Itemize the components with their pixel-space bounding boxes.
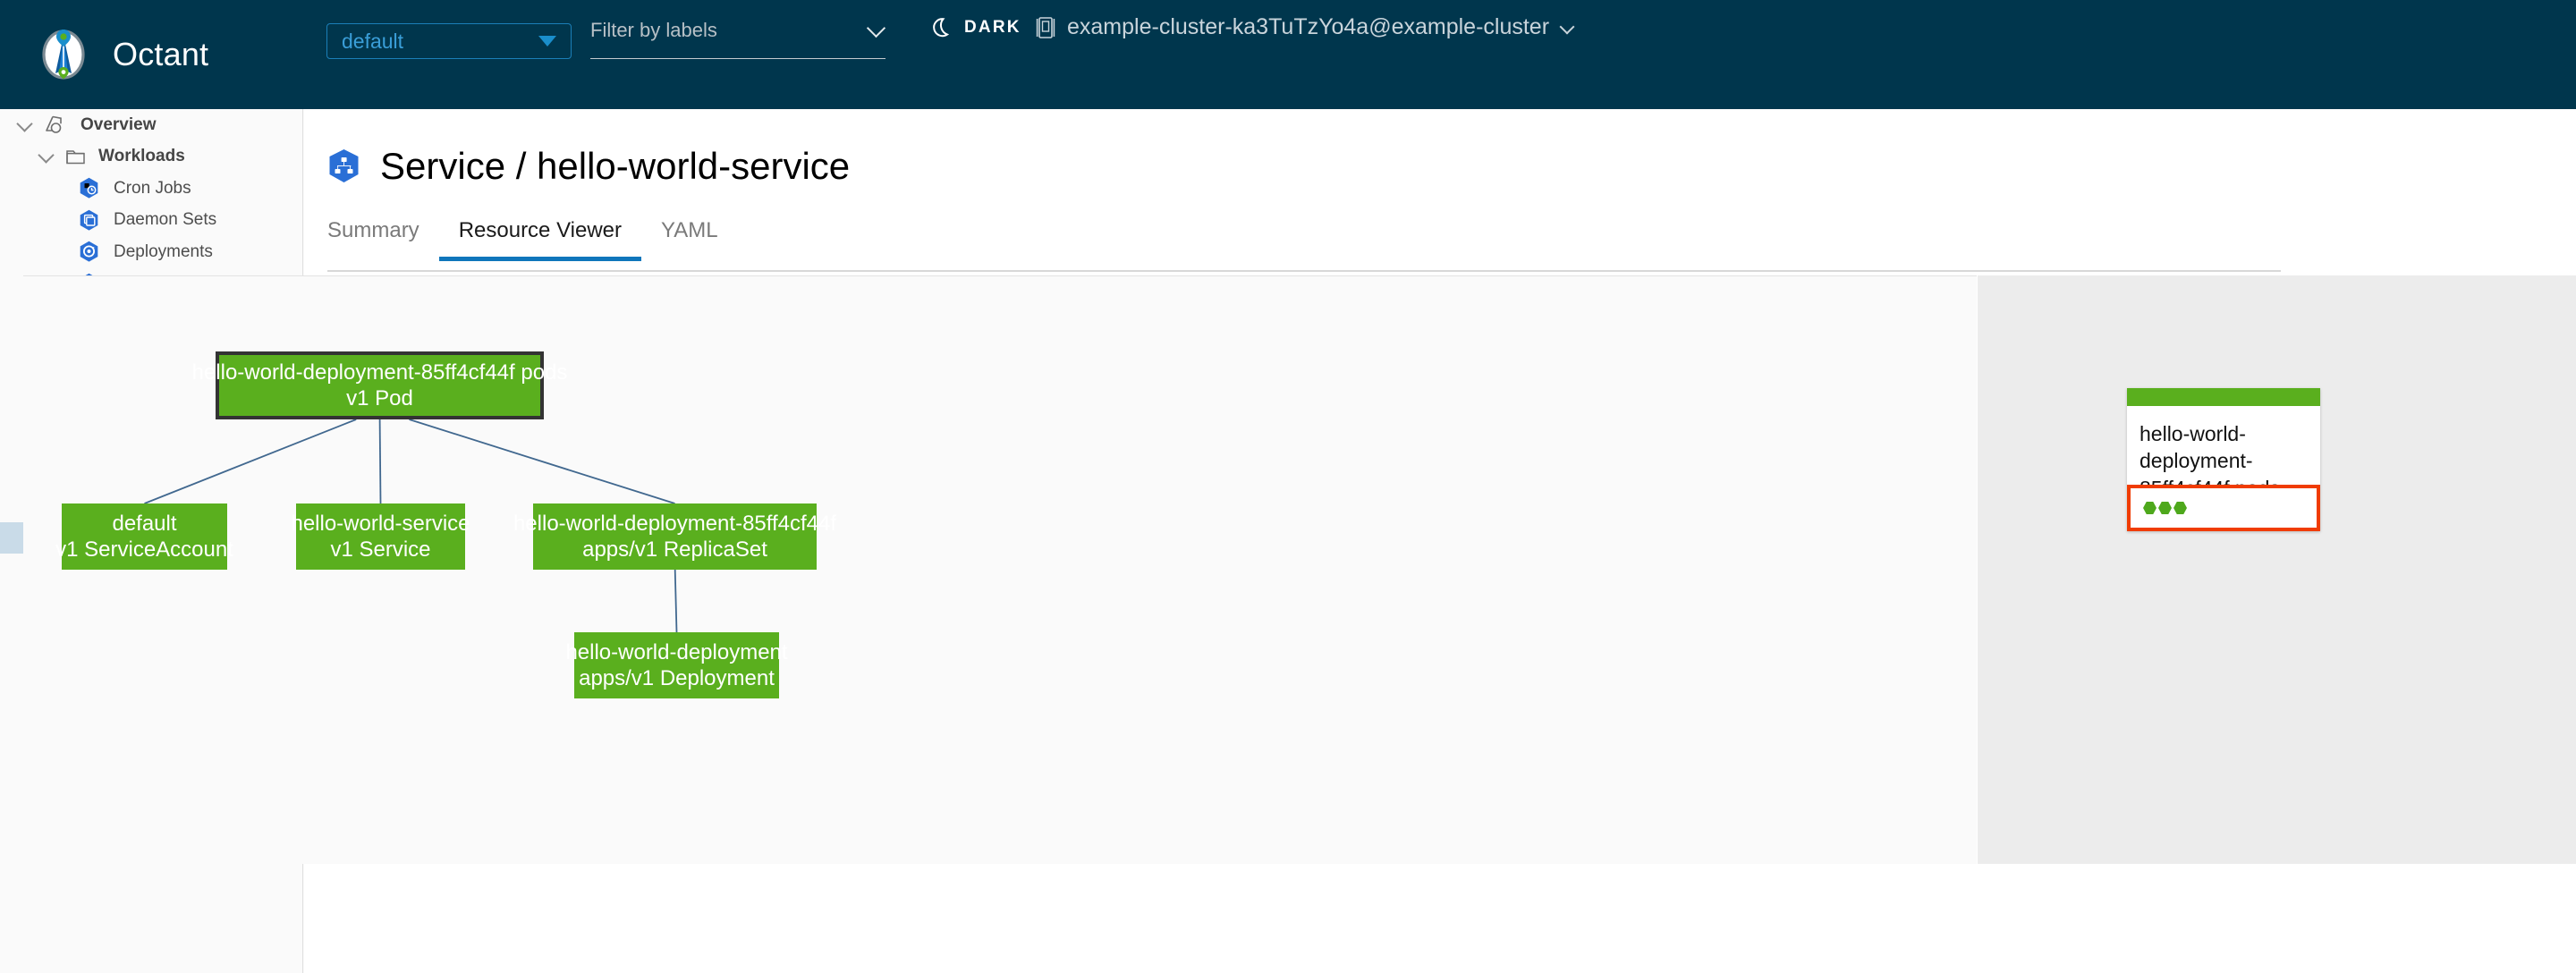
cronjob-icon [79, 177, 99, 199]
chevron-down-icon[interactable] [869, 20, 886, 37]
sidebar-item-deployments[interactable]: Deployments [0, 236, 302, 268]
folder-icon [66, 148, 86, 165]
namespace-select-value: default [342, 29, 404, 53]
detail-card-header-bar [2127, 388, 2320, 406]
graph-node-line: apps/v1 Deployment [579, 666, 775, 690]
service-icon [327, 148, 360, 184]
detail-panel: hello-world-deployment-85ff4cf44f pods [1978, 275, 2576, 864]
pod-status-indicator-group[interactable] [2127, 485, 2320, 531]
cluster-name: example-cluster-ka3TuTzYo4a@example-clus… [1067, 14, 1550, 39]
sidebar-item-workloads[interactable]: Workloads [0, 141, 302, 173]
app-header: Octant default Filter by labels DARK [0, 0, 2576, 109]
overview-icon [45, 115, 68, 135]
sidebar-item-label: Workloads [98, 147, 185, 166]
sidebar-item-daemon-sets[interactable]: Daemon Sets [0, 205, 302, 237]
brand: Octant [36, 27, 208, 82]
label-filter-input[interactable]: Filter by labels [590, 16, 886, 59]
graph-node-line: v1 Service [330, 537, 431, 562]
graph-node-line: hello-world-deployment [565, 639, 788, 664]
sidebar-item-label: Daemon Sets [114, 210, 217, 230]
octant-logo-icon [36, 27, 91, 82]
theme-toggle-button[interactable]: DARK [930, 16, 1021, 39]
sidebar-item-overview[interactable]: Overview [0, 109, 302, 141]
tab-resource-viewer[interactable]: Resource Viewer [438, 218, 642, 261]
detail-card[interactable]: hello-world-deployment-85ff4cf44f pods [2127, 388, 2320, 531]
sidebar-item-cron-jobs[interactable]: Cron Jobs [0, 173, 302, 205]
chevron-down-icon[interactable] [16, 116, 34, 134]
graph-node-line: v1 ServiceAccount [55, 537, 233, 562]
pod-status-dot[interactable] [2158, 501, 2172, 515]
cluster-icon [1036, 16, 1055, 39]
daemonset-icon [79, 209, 99, 232]
graph-edge [409, 419, 675, 504]
pod-status-dot[interactable] [2143, 501, 2157, 515]
tab-summary[interactable]: Summary [327, 218, 419, 242]
brand-title: Octant [113, 36, 209, 72]
graph-node-line: v1 Pod [346, 386, 413, 410]
chevron-down-icon [538, 36, 556, 47]
tab-bar: Summary Resource Viewer YAML [327, 218, 2281, 272]
cluster-picker[interactable]: example-cluster-ka3TuTzYo4a@example-clus… [1036, 14, 1575, 40]
namespace-select[interactable]: default [326, 23, 572, 59]
sidebar-item-label: Overview [80, 114, 157, 134]
page-title-row: Service / hello-world-service [327, 145, 2576, 188]
resource-graph-edges [144, 419, 678, 633]
chevron-down-icon[interactable] [1561, 21, 1575, 35]
graph-node-line: hello-world-deployment-85ff4cf44f [513, 511, 837, 536]
sidebar-item-label: Deployments [114, 241, 213, 261]
pod-status-dot[interactable] [2174, 501, 2187, 515]
deployment-icon [79, 241, 99, 263]
label-filter-placeholder: Filter by labels [590, 19, 717, 41]
graph-edge [144, 419, 357, 504]
graph-edge [674, 569, 678, 633]
tab-yaml[interactable]: YAML [661, 218, 718, 242]
graph-node-line: hello-world-service [291, 511, 470, 536]
page-title: Service / hello-world-service [380, 145, 851, 187]
chevron-down-icon[interactable] [38, 148, 55, 165]
graph-node-line: hello-world-deployment-85ff4cf44f pods [191, 360, 568, 385]
graph-edge [378, 419, 382, 504]
moon-icon [930, 16, 953, 39]
graph-node-line: apps/v1 ReplicaSet [582, 537, 767, 562]
sidebar-item-label: Cron Jobs [114, 178, 191, 198]
theme-toggle-label: DARK [964, 18, 1021, 37]
graph-node-line: default [112, 511, 177, 536]
